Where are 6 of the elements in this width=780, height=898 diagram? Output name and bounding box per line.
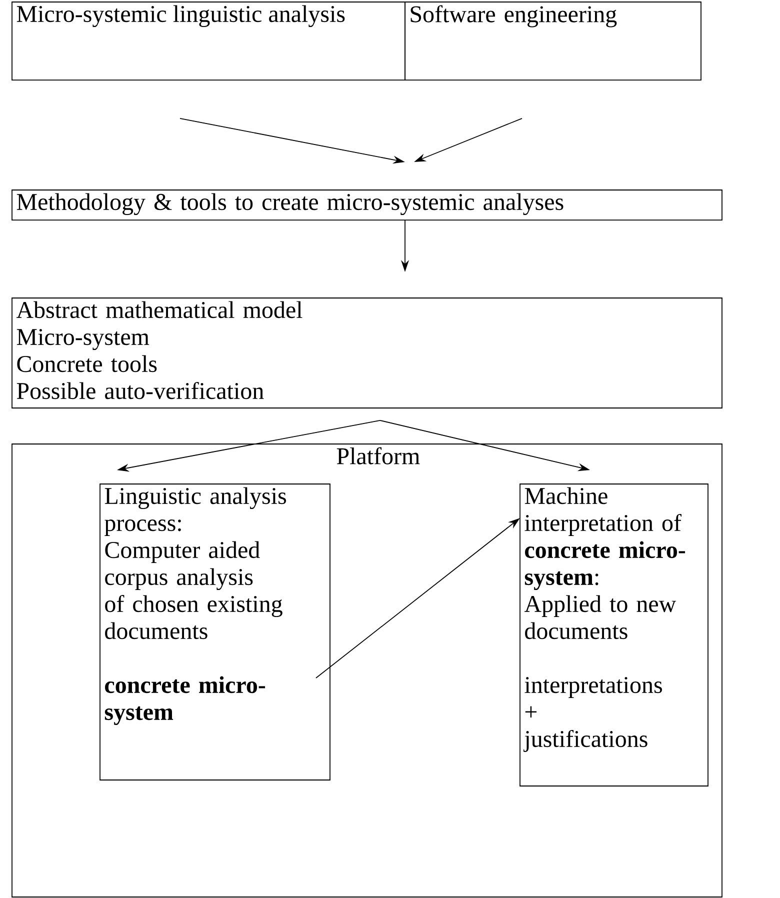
process-box: Software engineering: [404, 2, 702, 80]
process-box: Micro-systemic linguistic analysis: [12, 2, 406, 80]
process-box: Linguistic analysis process: Computer aided corpus analysis of chosen existing documents concrete micro-system: [100, 484, 330, 780]
process-box: Machine interpretation of concrete micro-system: Applied to new documents interpretations + justifications: [520, 484, 708, 786]
process-box: Methodology & tools to create micro-systemic analyses: [12, 190, 722, 220]
process-box: Abstract mathematical model Micro-system Concrete tools Possible auto-verification: [12, 298, 722, 408]
